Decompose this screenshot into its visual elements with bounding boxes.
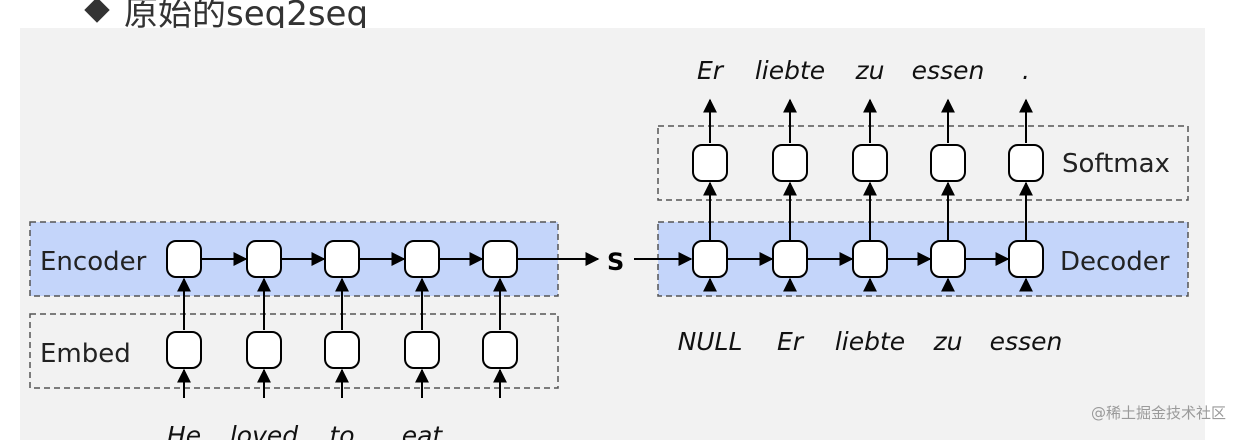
encoder-input-word: . <box>496 421 504 440</box>
decoder-input-word: Er <box>777 327 805 356</box>
softmax-band <box>657 125 1189 201</box>
decoder-input-word: liebte <box>835 327 905 356</box>
encoder-label: Encoder <box>40 247 147 277</box>
decoder-output-word: essen <box>912 56 985 85</box>
encoder-input-word: eat <box>402 421 444 440</box>
embed-label: Embed <box>40 339 131 369</box>
decoder-output-word: . <box>1022 56 1030 85</box>
encoder-cell <box>246 240 282 278</box>
decoder-label: Decoder <box>1060 247 1170 277</box>
decoder-input-word: essen <box>990 327 1063 356</box>
encoder-cell <box>166 240 202 278</box>
decoder-input-word: NULL <box>678 327 743 356</box>
decoder-output-word: Er <box>697 56 725 85</box>
softmax-cell <box>692 144 728 182</box>
watermark: @稀土掘金技术社区 <box>1090 404 1226 422</box>
decoder-cell <box>930 240 966 278</box>
encoder-cell <box>324 240 360 278</box>
softmax-cell <box>852 144 888 182</box>
encoder-input-word: He <box>167 421 201 440</box>
decoder-cell <box>1008 240 1044 278</box>
encoder-input-word: loved <box>230 421 298 440</box>
embed-cell <box>482 331 518 369</box>
context-label: S <box>607 248 624 276</box>
embed-cell <box>246 331 282 369</box>
encoder-cell <box>482 240 518 278</box>
encoder-cell <box>404 240 440 278</box>
softmax-cell <box>1008 144 1044 182</box>
decoder-cell <box>772 240 808 278</box>
decoder-cell <box>692 240 728 278</box>
embed-cell <box>324 331 360 369</box>
embed-cell <box>404 331 440 369</box>
decoder-output-word: zu <box>855 56 885 85</box>
softmax-cell <box>772 144 808 182</box>
decoder-output-word: liebte <box>755 56 825 85</box>
decoder-cell <box>852 240 888 278</box>
decoder-input-word: zu <box>933 327 963 356</box>
encoder-input-word: to <box>329 421 354 440</box>
embed-cell <box>166 331 202 369</box>
softmax-cell <box>930 144 966 182</box>
embed-band <box>29 313 559 389</box>
softmax-label: Softmax <box>1062 149 1170 179</box>
